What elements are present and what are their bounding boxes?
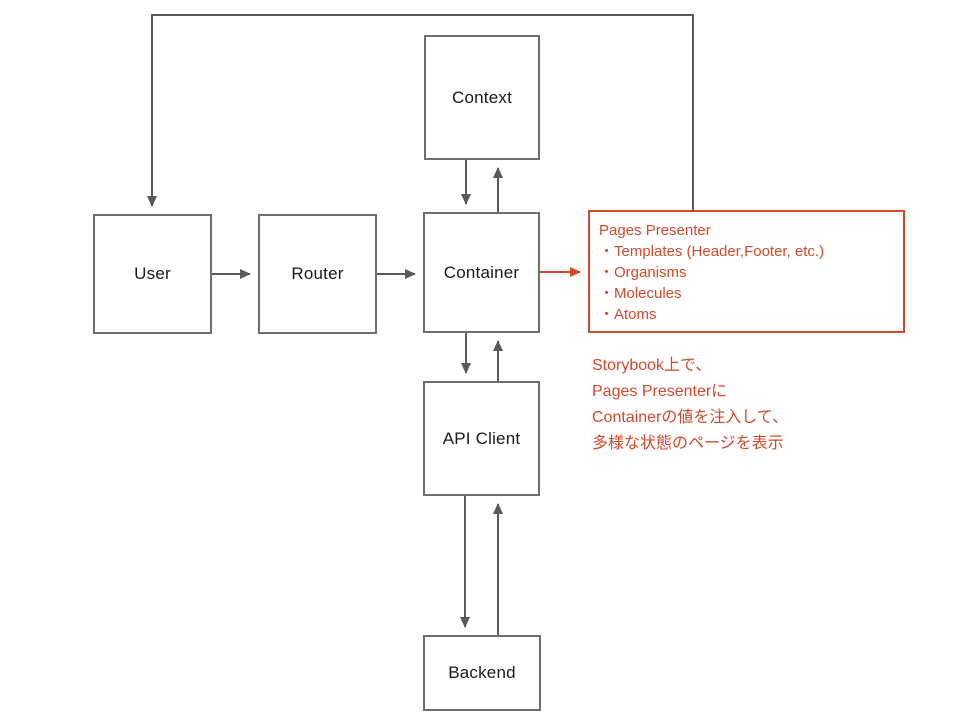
node-api-client-label: API Client — [442, 428, 521, 448]
presenter-item: ・Atoms — [599, 306, 657, 323]
storybook-note-line: Containerの値を注入して、 — [592, 409, 789, 426]
pages-presenter-box: Pages Presenter ・Templates (Header,Foote… — [588, 210, 905, 333]
storybook-note-line: 多様な状態のページを表示 — [592, 435, 784, 452]
edge-presenter-to-user — [147, 14, 694, 210]
node-user: User — [93, 214, 212, 334]
storybook-note: Storybook上で、 Pages Presenterに Containerの… — [592, 353, 902, 457]
node-backend-label: Backend — [448, 663, 516, 682]
storybook-note-line: Storybook上で、 — [592, 357, 712, 374]
node-user-label: User — [134, 264, 171, 283]
presenter-title: Pages Presenter — [599, 222, 711, 239]
presenter-item: ・Templates (Header,Footer, etc.) — [599, 243, 825, 260]
node-context: Context — [424, 35, 540, 160]
node-context-label: Context — [452, 87, 512, 107]
node-container-label: Container — [443, 262, 520, 282]
node-backend: Backend — [423, 635, 541, 711]
presenter-item: ・Organisms — [599, 264, 687, 281]
node-router-label: Router — [291, 264, 344, 283]
node-api-client: API Client — [423, 381, 540, 496]
node-container: Container — [423, 212, 540, 333]
node-router: Router — [258, 214, 377, 334]
storybook-note-line: Pages Presenterに — [592, 383, 728, 400]
presenter-item: ・Molecules — [599, 285, 682, 302]
